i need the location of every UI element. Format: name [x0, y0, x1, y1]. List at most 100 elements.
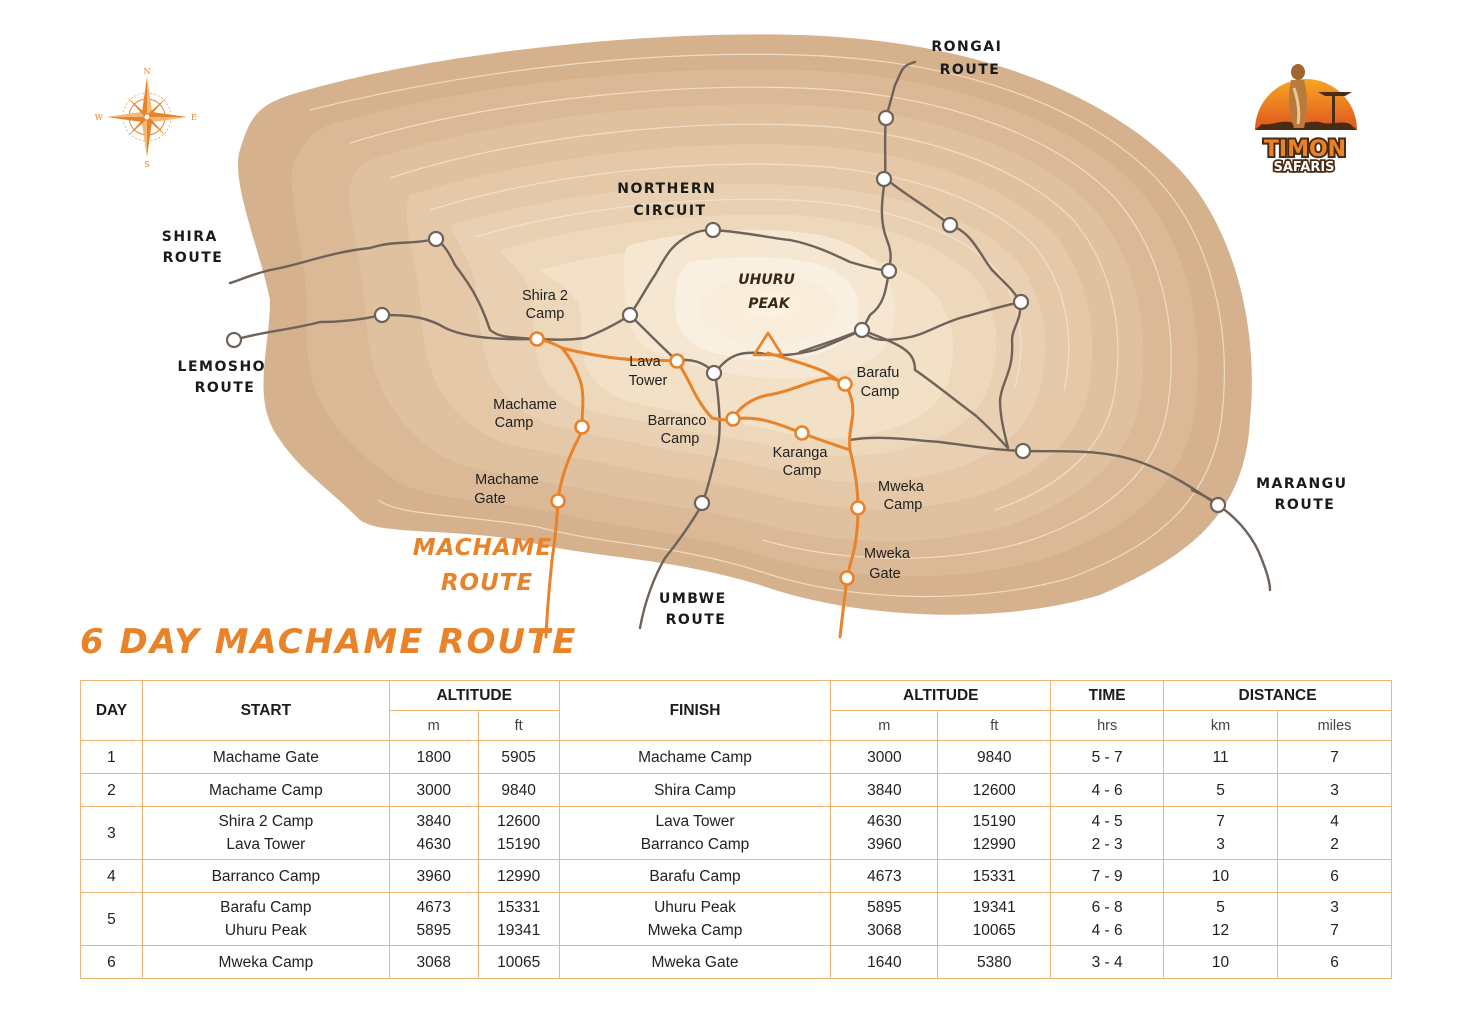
cell-finish-ft: 15190 12990 [937, 806, 1052, 860]
cell-start-ft-line: 10065 [497, 953, 541, 971]
cell-km-line: 10 [1211, 953, 1230, 971]
cell-start-ft: 5905 [477, 740, 560, 774]
cell-finish-ft: 9840 [937, 740, 1052, 774]
cell-hrs-line: 2 - 3 [1091, 836, 1123, 853]
cell-hrs: 4 - 6 [1050, 773, 1165, 807]
header-start: START [141, 680, 390, 741]
camp-marker-machame-gate [550, 493, 566, 509]
junction-marker [941, 216, 959, 234]
header-start-m: m [388, 710, 479, 741]
cell-finish-m-line: 3068 [867, 922, 902, 939]
cell-start-line: Uhuru Peak [224, 922, 307, 939]
cell-start: Mweka Camp [141, 945, 390, 979]
cell-finish: Barafu Camp [558, 859, 832, 893]
header-finish: FINISH [558, 680, 832, 741]
cell-km: 10 [1163, 859, 1278, 893]
junction-marker [427, 230, 445, 248]
cell-finish-m-line: 3000 [867, 748, 902, 766]
cell-start-ft-line: 19341 [497, 922, 541, 939]
northern-circuit-label: NORTHERN CIRCUIT [617, 181, 722, 219]
cell-km-line: 11 [1212, 748, 1229, 766]
cell-start-line: Lava Tower [226, 836, 306, 853]
cell-day: 3 [80, 806, 143, 860]
header-time: TIME [1050, 680, 1165, 711]
header-finish-altitude: ALTITUDE [830, 680, 1052, 711]
machame-camp-markers [529, 331, 866, 586]
camp-label-mweka-gate: Mweka Gate [864, 546, 914, 582]
cell-hrs: 5 - 7 [1050, 740, 1165, 774]
cell-finish-ft-line: 15190 [972, 813, 1016, 830]
camp-marker-karanga [794, 425, 810, 441]
cell-hrs-line: 4 - 6 [1091, 781, 1123, 799]
junction-marker [704, 221, 722, 239]
junction-marker [877, 109, 895, 127]
cell-finish-ft-line: 12990 [972, 836, 1016, 853]
cell-finish-line: Shira Camp [654, 781, 736, 799]
header-start-ft: ft [477, 710, 560, 741]
svg-text:W: W [95, 113, 104, 122]
umbwe-route-label: UMBWE ROUTE [659, 591, 733, 628]
camp-label-mweka-camp: Mweka Camp [878, 479, 928, 513]
cell-km: 5 [1163, 773, 1278, 807]
cell-start: Machame Camp [141, 773, 390, 807]
cell-day: 1 [80, 740, 143, 774]
cell-start-m: 3960 [388, 859, 479, 893]
cell-miles-line: 6 [1330, 953, 1339, 971]
header-finish-m: m [830, 710, 939, 741]
cell-miles-line: 3 [1330, 899, 1339, 916]
camp-marker-shira2 [529, 331, 545, 347]
cell-km: 10 [1163, 945, 1278, 979]
cell-hrs-line: 4 - 5 [1091, 813, 1123, 830]
junction-marker [1012, 293, 1030, 311]
cell-km: 11 [1163, 740, 1278, 774]
cell-start-line: Mweka Camp [218, 953, 314, 971]
cell-miles-line: 7 [1330, 922, 1339, 939]
camp-label-shira2: Shira 2 Camp [522, 288, 572, 322]
cell-hrs-line: 4 - 6 [1091, 922, 1123, 939]
cell-finish-m-line: 3840 [867, 781, 902, 799]
cell-miles: 6 [1277, 859, 1392, 893]
cell-finish-ft: 12600 [937, 773, 1052, 807]
cell-km-line: 5 [1216, 781, 1225, 799]
shira-route-label: SHIRA ROUTE [162, 229, 225, 266]
header-finish-ft: ft [937, 710, 1052, 741]
kilimanjaro-route-map: RONGAI ROUTE NORTHERN CIRCUIT SHIRA ROUT… [95, 34, 1357, 639]
svg-text:E: E [191, 113, 197, 122]
cell-start-m-line: 3840 [416, 813, 451, 830]
cell-finish-m-line: 4630 [867, 813, 902, 830]
camp-label-barafu: Barafu Camp [857, 365, 904, 400]
terrain-contours [237, 34, 1252, 615]
cell-hrs-line: 7 - 9 [1091, 867, 1123, 885]
itinerary-title: 6 DAY MACHAME ROUTE [80, 622, 578, 662]
camp-label-machame-camp: Machame Camp [493, 397, 561, 431]
header-hrs: hrs [1050, 710, 1165, 741]
cell-finish-line: Mweka Gate [651, 953, 739, 971]
cell-start-ft-line: 5905 [501, 748, 536, 766]
cell-start-m-line: 3960 [416, 867, 451, 885]
camp-marker-machame-camp [574, 419, 590, 435]
junction-marker [621, 306, 639, 324]
cell-hrs: 3 - 4 [1050, 945, 1165, 979]
camp-label-lava-tower: Lava Tower [629, 354, 668, 389]
cell-km-line: 5 [1216, 899, 1225, 916]
svg-text:N: N [144, 67, 151, 76]
camp-label-machame-gate: Machame Gate [474, 472, 543, 507]
cell-day: 4 [80, 859, 143, 893]
cell-start: Barranco Camp [141, 859, 390, 893]
camp-label-karanga: Karanga Camp [773, 445, 832, 479]
cell-start-ft-line: 9840 [501, 781, 536, 799]
cell-finish-m: 1640 [830, 945, 939, 979]
cell-hrs-line: 3 - 4 [1091, 953, 1123, 971]
